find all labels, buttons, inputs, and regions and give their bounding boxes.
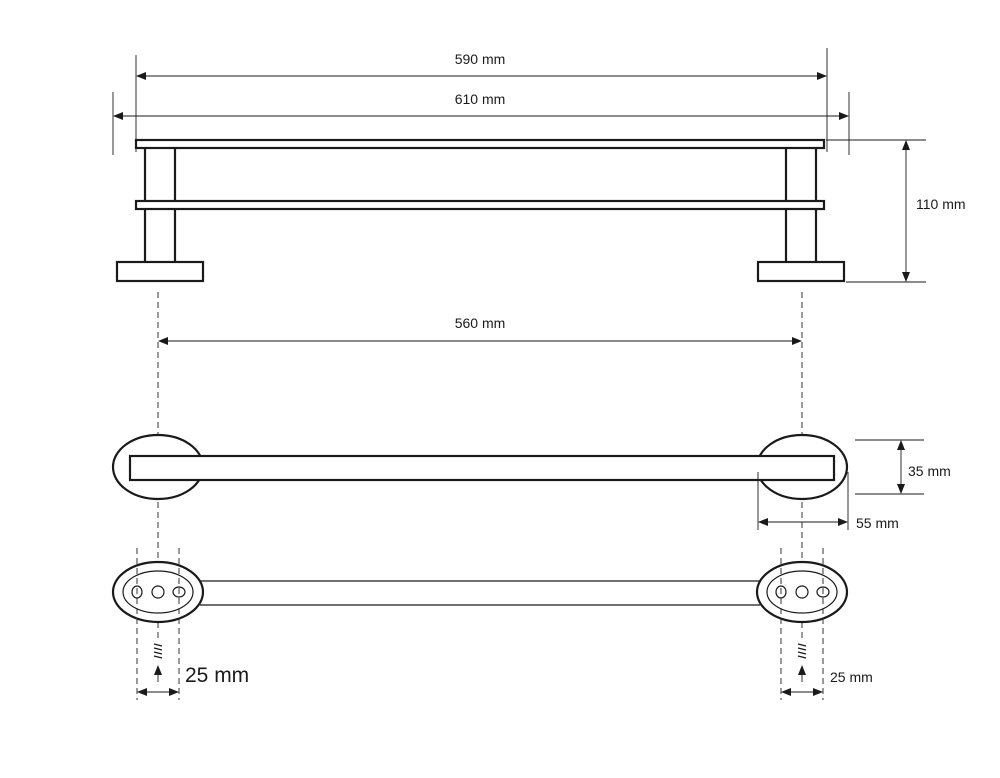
dimension-label-590: 590 mm bbox=[455, 51, 506, 67]
left-mounting-plate bbox=[111, 560, 205, 624]
dimension-label-25-left: 25 mm bbox=[185, 664, 249, 687]
right-screw-hole-2 bbox=[795, 585, 809, 599]
left-mounting-plate-inner bbox=[122, 570, 194, 614]
dimension-label-610: 610 mm bbox=[455, 91, 506, 107]
right-mounting-plate bbox=[755, 560, 849, 624]
dimension-label-25-right: 25 mm bbox=[830, 669, 873, 685]
dimension-label-55: 55 mm bbox=[856, 515, 899, 531]
right-wall-base bbox=[756, 260, 846, 283]
right-mounting-plate-inner bbox=[766, 570, 838, 614]
dimension-label-560: 560 mm bbox=[455, 315, 506, 331]
left-wall-base bbox=[115, 260, 205, 283]
top-view-bar bbox=[128, 454, 836, 482]
left-screw-hole-2 bbox=[151, 585, 165, 599]
left-screw-hole-3 bbox=[172, 586, 186, 598]
dimension-label-110: 110 mm bbox=[916, 196, 966, 212]
mounting-view: 25 mm 25 mm bbox=[111, 548, 873, 700]
right-screw-hole-3 bbox=[816, 586, 830, 598]
dimension-label-35: 35 mm bbox=[908, 463, 951, 479]
top-view: 35 mm 55 mm bbox=[111, 433, 951, 531]
left-wall-screw-icon bbox=[153, 643, 163, 682]
lower-bar bbox=[134, 199, 826, 211]
right-wall-screw-icon bbox=[797, 643, 807, 682]
front-view: 590 mm 610 mm 110 mm bbox=[112, 48, 966, 283]
upper-bar bbox=[134, 138, 826, 150]
